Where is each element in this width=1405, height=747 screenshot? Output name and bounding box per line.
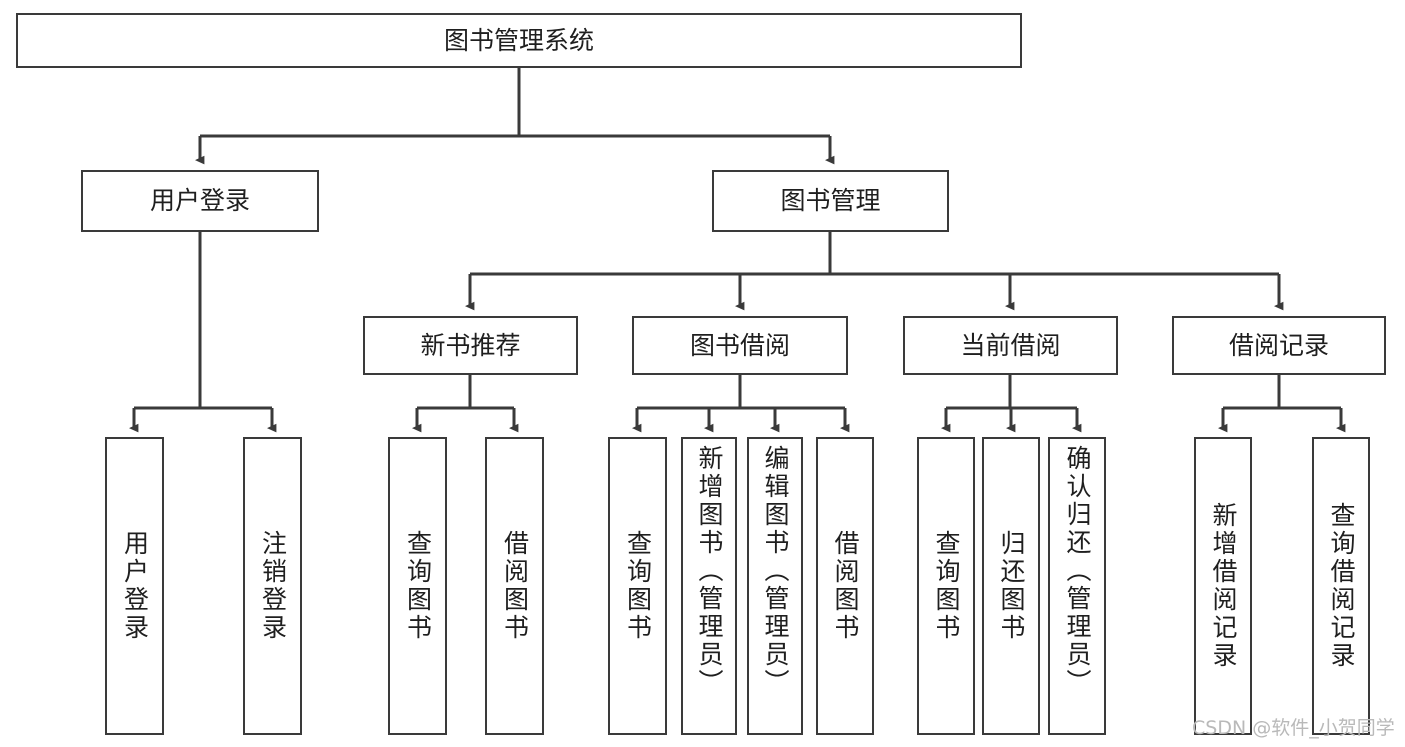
node-leaf-query-book-borrow[interactable]: 查询图书 bbox=[608, 437, 667, 735]
node-user-login[interactable]: 用户登录 bbox=[81, 170, 319, 232]
node-leaf-edit-book-admin-label: 编辑图书（管理员） bbox=[761, 445, 790, 697]
node-leaf-add-book-admin-label: 新增图书（管理员） bbox=[695, 445, 724, 697]
node-leaf-add-borrow-record-label: 新增借阅记录 bbox=[1209, 502, 1238, 670]
node-current-borrow-label: 当前借阅 bbox=[960, 330, 1061, 360]
node-leaf-query-book-borrow-label: 查询图书 bbox=[623, 530, 653, 642]
node-new-book-recommend-label: 新书推荐 bbox=[420, 330, 521, 360]
node-leaf-query-book-rec[interactable]: 查询图书 bbox=[388, 437, 447, 735]
node-leaf-user-login[interactable]: 用户登录 bbox=[105, 437, 164, 735]
node-leaf-query-book-rec-label: 查询图书 bbox=[403, 530, 433, 642]
node-leaf-query-book-cur[interactable]: 查询图书 bbox=[917, 437, 975, 735]
node-leaf-query-borrow-record[interactable]: 查询借阅记录 bbox=[1312, 437, 1370, 735]
node-leaf-query-borrow-record-label: 查询借阅记录 bbox=[1327, 502, 1356, 670]
node-leaf-edit-book-admin[interactable]: 编辑图书（管理员） bbox=[747, 437, 803, 735]
node-leaf-return-book[interactable]: 归还图书 bbox=[982, 437, 1040, 735]
node-user-login-label: 用户登录 bbox=[149, 186, 250, 215]
node-leaf-borrow-book-rec-label: 借阅图书 bbox=[500, 530, 530, 642]
node-borrow-record-label: 借阅记录 bbox=[1228, 330, 1329, 360]
node-leaf-query-book-cur-label: 查询图书 bbox=[932, 530, 961, 642]
node-book-manage-label: 图书管理 bbox=[780, 186, 881, 215]
node-leaf-add-borrow-record[interactable]: 新增借阅记录 bbox=[1194, 437, 1252, 735]
node-leaf-logout-label: 注销登录 bbox=[258, 530, 288, 642]
node-root[interactable]: 图书管理系统 bbox=[16, 13, 1022, 68]
node-book-manage[interactable]: 图书管理 bbox=[712, 170, 949, 232]
node-book-borrow[interactable]: 图书借阅 bbox=[632, 316, 848, 375]
node-leaf-add-book-admin[interactable]: 新增图书（管理员） bbox=[681, 437, 737, 735]
node-book-borrow-label: 图书借阅 bbox=[689, 330, 790, 360]
node-leaf-borrow-book-label: 借阅图书 bbox=[831, 530, 860, 642]
node-borrow-record[interactable]: 借阅记录 bbox=[1172, 316, 1386, 375]
node-root-label: 图书管理系统 bbox=[443, 25, 594, 55]
node-leaf-borrow-book-rec[interactable]: 借阅图书 bbox=[485, 437, 544, 735]
node-new-book-recommend[interactable]: 新书推荐 bbox=[363, 316, 578, 375]
node-leaf-confirm-return-admin[interactable]: 确认归还（管理员） bbox=[1048, 437, 1106, 735]
node-leaf-return-book-label: 归还图书 bbox=[997, 530, 1026, 642]
node-current-borrow[interactable]: 当前借阅 bbox=[903, 316, 1118, 375]
node-leaf-logout[interactable]: 注销登录 bbox=[243, 437, 302, 735]
node-leaf-borrow-book[interactable]: 借阅图书 bbox=[816, 437, 874, 735]
csdn-watermark: CSDN @软件_小贺同学 bbox=[1192, 717, 1395, 739]
node-leaf-user-login-label: 用户登录 bbox=[120, 530, 150, 642]
node-leaf-confirm-return-admin-label: 确认归还（管理员） bbox=[1063, 445, 1092, 697]
